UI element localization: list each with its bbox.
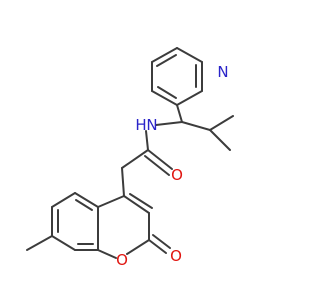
bond <box>147 149 173 170</box>
amide-nitrogen-label: N <box>146 116 157 134</box>
bond <box>181 121 211 131</box>
molecule-canvas: N H N O O O <box>26 47 234 269</box>
bond <box>97 249 117 259</box>
pyridine-nitrogen-label: N <box>217 63 228 81</box>
bond <box>74 192 99 208</box>
bond <box>209 129 231 151</box>
bond <box>126 239 150 255</box>
coumarin-core <box>26 192 171 259</box>
bond <box>51 235 76 251</box>
double-bond <box>75 199 93 211</box>
bond <box>151 47 178 63</box>
double-bond <box>156 54 177 67</box>
double-bond <box>144 155 170 176</box>
bond <box>148 239 167 254</box>
side-chain <box>121 104 234 197</box>
molecule-structure: N H N O O O <box>26 47 234 269</box>
double-bond <box>157 86 177 99</box>
carbonyl-oxygen-label: O <box>171 166 183 184</box>
bond <box>151 90 178 106</box>
bond <box>123 195 150 214</box>
label-bg <box>216 64 230 80</box>
ring-oxygen-label: O <box>116 251 128 269</box>
bond <box>26 235 53 251</box>
bond <box>121 167 125 197</box>
lactone-oxygen-label: O <box>170 247 182 265</box>
amide-hydrogen-label: H <box>135 116 146 134</box>
bond <box>51 192 76 208</box>
bond <box>145 130 149 151</box>
double-bond <box>152 234 171 249</box>
pyridine-ring <box>151 47 203 106</box>
bond <box>155 121 183 126</box>
bond <box>176 104 183 123</box>
bond <box>176 90 203 106</box>
bond <box>209 115 234 131</box>
bond <box>121 149 149 169</box>
double-bond <box>129 193 153 209</box>
bond <box>97 195 125 208</box>
bond <box>176 47 203 63</box>
atom-labels: N H N O O O <box>116 63 230 269</box>
